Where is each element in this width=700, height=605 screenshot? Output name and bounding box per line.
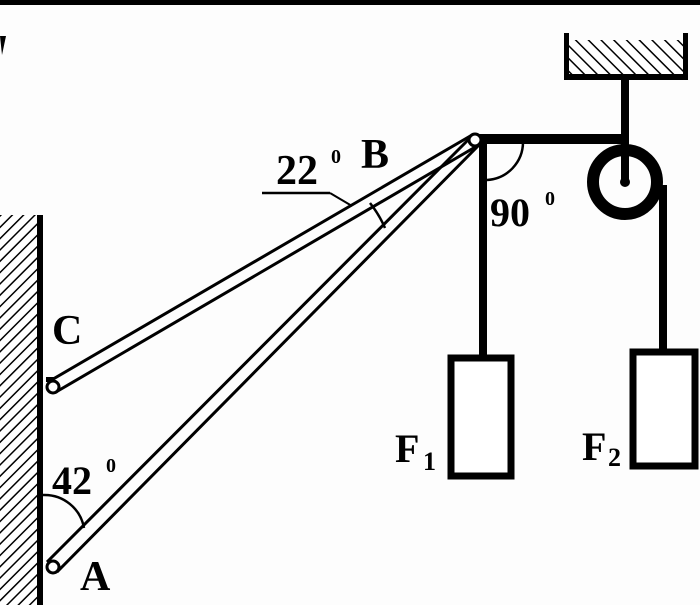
- pulley: [587, 144, 663, 220]
- angle-unit-90: 0: [545, 188, 555, 210]
- angle-arc-b-rods: [369, 202, 387, 229]
- load-label-f1: F: [395, 426, 419, 471]
- ceiling-support: [564, 33, 688, 182]
- angle-unit-42: 0: [106, 455, 116, 477]
- horizontal-cable: [476, 134, 626, 144]
- joint-c: [45, 379, 61, 395]
- weight-f2: [629, 348, 699, 470]
- angle-arc-a: [42, 493, 86, 529]
- edge-fragment: [0, 36, 6, 55]
- angle-label-22: 22: [276, 148, 318, 194]
- point-label-c: C: [52, 308, 82, 354]
- point-label-b: B: [361, 132, 389, 178]
- joint-a: [45, 559, 61, 575]
- point-label-a: A: [80, 554, 111, 600]
- joint-b: [467, 132, 483, 148]
- rod-cb: [47, 133, 478, 394]
- rope-f2: [659, 185, 667, 353]
- load-label-f2: F: [582, 424, 606, 469]
- rod-ab: [45, 136, 482, 574]
- wall: [0, 215, 43, 605]
- weight-f1: [447, 354, 515, 480]
- angle-leader: [329, 192, 353, 207]
- angle-label-90: 90: [490, 190, 530, 235]
- rope-f1: [479, 140, 487, 358]
- angle-unit-22: 0: [331, 146, 341, 168]
- load-subscript-f2: 2: [608, 443, 621, 472]
- top-border: [0, 0, 700, 5]
- load-subscript-f1: 1: [423, 447, 436, 476]
- angle-arc-b-right: [486, 141, 525, 182]
- angle-label-42: 42: [52, 458, 92, 503]
